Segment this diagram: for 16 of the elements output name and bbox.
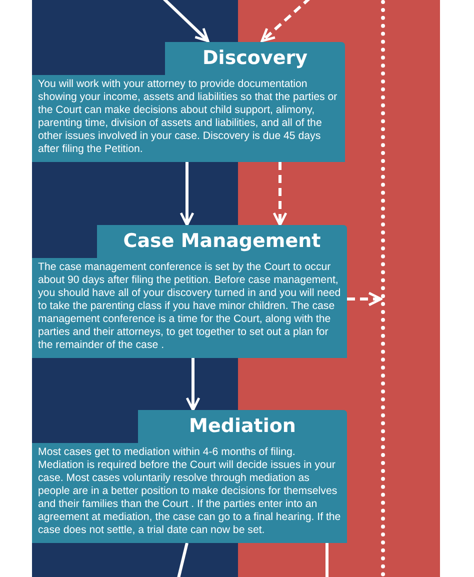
arrow (272, 162, 288, 226)
arrow (347, 292, 382, 306)
step-card (32, 410, 347, 543)
arrow (180, 162, 194, 226)
step-description: The case management conference is set by the Court to occur about 90 days after filing the petition. Before case management, you should have all of your discovery turned in and you will need to take the parenting class if you have minor children. The case management conference is a time for the Court, along with the parties and their attorneys, to get together to set out a plan for the remainder of the case . (37, 260, 342, 353)
step-heading: Case Management (122, 229, 322, 254)
step-heading: Mediation (188, 414, 297, 439)
step-heading: Discovery (202, 46, 308, 71)
arrow (162, 0, 210, 42)
arrow (260, 0, 311, 42)
step-card (32, 225, 347, 358)
step-card (32, 42, 345, 162)
arrow (186, 358, 200, 412)
step-description: Most cases get to mediation within 4-6 months of filing. Mediation is required before the Court will decide issues in your case. Most cases voluntarily resolve through mediation as people are in a better position to make decisions for themselves and their families than the Court . If the parties enter into an agreement at mediation, the case can go to a final hearing. If the case does not settle, a trial date can now be set. (37, 445, 342, 538)
step-description: You will work with your attorney to provide documentation showing your income, assets and liabilities so that the parties or the Court can make decisions about child support, alimony, parenting time, division of assets and liabilities, and all of the other issues involved in your case. Discovery is due 45 days after filing the Petition. (37, 77, 338, 157)
dotted-line (381, 0, 385, 577)
